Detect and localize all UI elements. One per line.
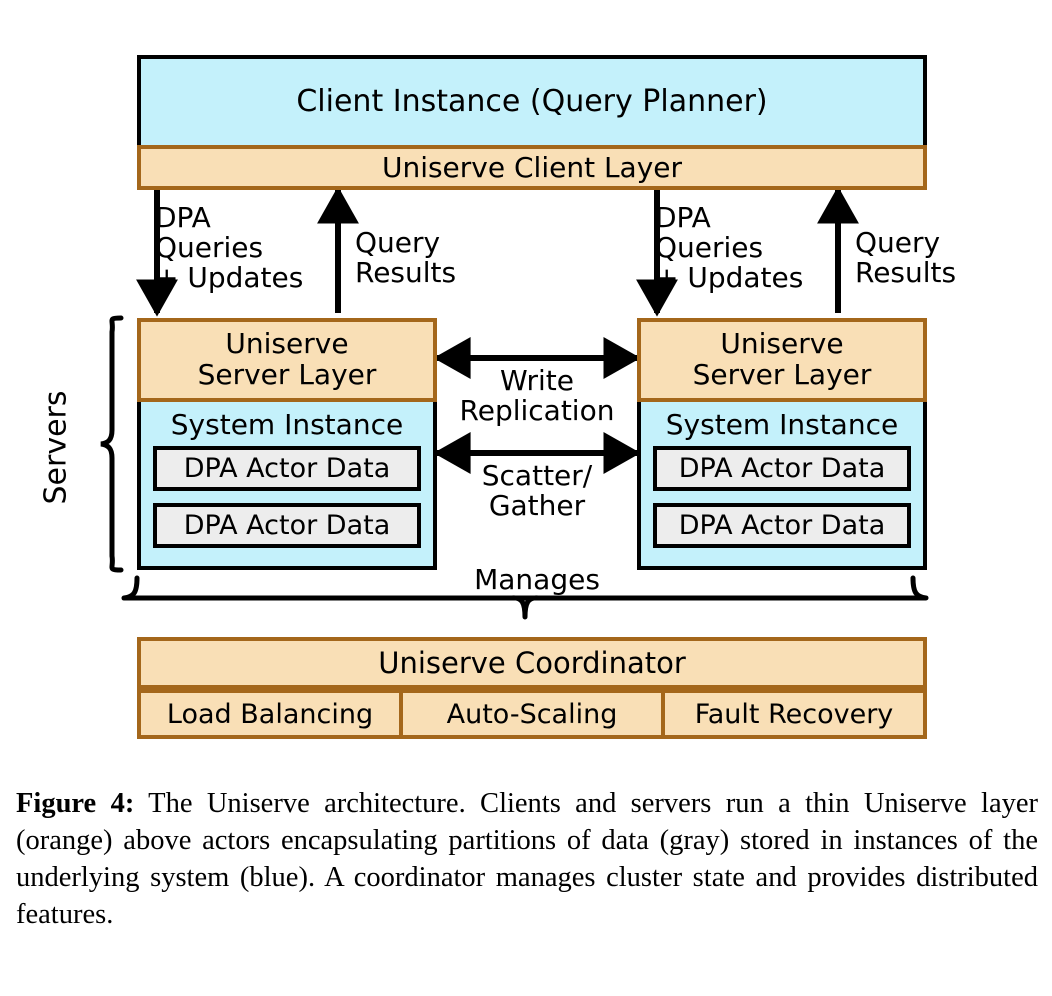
system-instance-label-right: System Instance (665, 407, 899, 441)
uniserve-server-layer-box-right: Uniserve Server Layer (637, 318, 927, 402)
label-query-results-left: Query Results (355, 226, 457, 290)
system-instance-box-left: System Instance DPA Actor Data DPA Actor… (137, 402, 437, 570)
label-manages: Manages (474, 563, 600, 596)
server-left: Uniserve Server Layer System Instance DP… (137, 318, 437, 570)
client-instance-box: Client Instance (Query Planner) (137, 55, 927, 145)
dpa-actor-data-box: DPA Actor Data (653, 503, 911, 548)
uniserve-client-layer-box: Uniserve Client Layer (137, 145, 927, 190)
coordinator-feature-auto-scaling: Auto-Scaling (401, 689, 663, 739)
dpa-actor-data-box: DPA Actor Data (153, 503, 421, 548)
uniserve-server-layer-box-left: Uniserve Server Layer (137, 318, 437, 402)
label-scatter-gather: Scatter/ Gather (481, 459, 593, 523)
label-write-replication: Write Replication (459, 364, 615, 428)
uniserve-coordinator-box: Uniserve Coordinator (137, 637, 927, 689)
label-dpa-queries-updates-left: DPA Queries + Updates (155, 201, 304, 295)
label-dpa-queries-updates-right: DPA Queries + Updates (655, 201, 804, 295)
figure-caption-label: Figure 4: (16, 788, 135, 819)
dpa-actor-data-box: DPA Actor Data (153, 446, 421, 491)
figure-caption-text: The Uniserve architecture. Clients and s… (16, 788, 1039, 931)
server-right: Uniserve Server Layer System Instance DP… (637, 318, 927, 570)
coordinator-feature-load-balancing: Load Balancing (137, 689, 401, 739)
coordinator-feature-fault-recovery: Fault Recovery (663, 689, 927, 739)
system-instance-label-left: System Instance (170, 407, 404, 441)
coordinator-features-row: Load Balancing Auto-Scaling Fault Recove… (137, 689, 927, 739)
label-servers-bracket: Servers (38, 390, 74, 505)
figure-caption: Figure 4: The Uniserve architecture. Cli… (16, 785, 1038, 933)
label-query-results-right: Query Results (855, 226, 957, 290)
servers-brace (100, 315, 124, 573)
system-instance-box-right: System Instance DPA Actor Data DPA Actor… (637, 402, 927, 570)
dpa-actor-data-box: DPA Actor Data (653, 446, 911, 491)
